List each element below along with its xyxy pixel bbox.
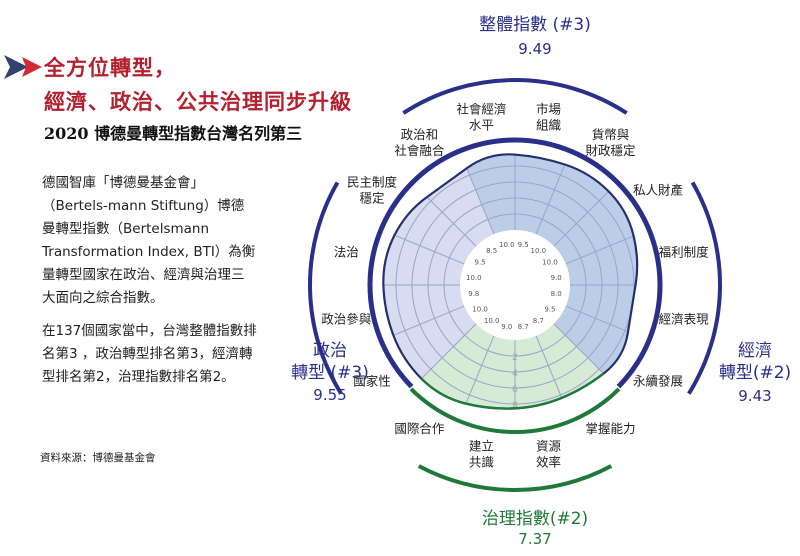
overall-arc	[402, 78, 628, 115]
red-arrow-icon	[4, 55, 42, 79]
overall-label: 整體指數 (#3)	[479, 15, 591, 35]
criterion-label: 民主制度穩定	[347, 174, 398, 205]
title-line1: 全方位轉型，	[44, 55, 176, 80]
subtitle: 2020 博德曼轉型指數台灣名列第三	[44, 124, 303, 143]
criterion-label: 社會經濟水平	[456, 101, 506, 132]
criterion-value-label: 8.7	[533, 317, 544, 325]
criterion-value-label: 9.8	[468, 290, 479, 298]
grid-spoke	[383, 208, 465, 265]
ranking-paragraph: 在137個國家當中，台灣整體指數排名第3 ，政治轉型排名第3，經濟轉型排名第2，…	[42, 323, 257, 385]
governance-score-outline	[382, 285, 639, 410]
ring-tick-label: 8	[512, 401, 518, 411]
politics-value: 9.55	[313, 386, 347, 404]
criterion-label: 市場組織	[536, 101, 562, 132]
criterion-label: 私人財產	[633, 182, 683, 197]
criterion-label: 資源效率	[536, 439, 562, 470]
criterion-value-label: 10.0	[499, 241, 515, 249]
criterion-value-label: 8.7	[518, 323, 529, 331]
criterion-label: 建立共識	[469, 439, 494, 470]
criterion-label: 永續發展	[633, 374, 683, 389]
criterion-label: 福利制度	[659, 244, 710, 259]
title-line2: 經濟、政治、公共治理同步升級	[44, 89, 352, 114]
criterion-label: 掌握能力	[586, 421, 636, 436]
criterion-label: 政治參與	[321, 312, 371, 327]
criterion-value-label: 9.5	[518, 241, 529, 249]
governance-ring	[409, 387, 621, 434]
criterion-label: 國家性	[353, 374, 391, 389]
overall-value: 9.49	[518, 40, 552, 58]
grid-spoke	[383, 323, 477, 409]
criterion-value-label: 9.5	[544, 305, 555, 313]
intro-paragraph: 德國智庫「博德曼基金會」（Bertels-mann Stiftung）博德曼轉型…	[42, 175, 256, 306]
criterion-value-label: 10.0	[472, 305, 488, 313]
criterion-value-label: 8.0	[551, 290, 562, 298]
criterion-value-label: 10.0	[466, 274, 482, 282]
politics-arc	[308, 181, 343, 395]
criterion-label: 貨幣與財政穩定	[586, 127, 636, 158]
criterion-value-label: 10.0	[484, 317, 500, 325]
economy-arc	[687, 181, 722, 395]
politics-sector	[383, 154, 515, 409]
grid-spoke	[383, 305, 465, 362]
criterion-value-label: 9.0	[551, 274, 562, 282]
governance-label: 治理指數(#2)	[481, 509, 589, 529]
criterion-value-label: 9.5	[475, 259, 486, 267]
economy-sector	[438, 154, 638, 409]
politics-label: 政治 轉型 (#3)	[291, 341, 369, 383]
criterion-value-label: 10.0	[542, 259, 558, 267]
economy-label: 經濟 轉型(#2)	[718, 341, 792, 383]
governance-arc	[417, 464, 613, 492]
center-circle	[460, 230, 570, 340]
grid-spoke	[535, 154, 592, 235]
politics-economy-ring	[367, 137, 663, 389]
ring-tick-label: 2	[512, 353, 518, 363]
ring-tick-label: 6	[512, 385, 518, 395]
grid-spoke	[553, 154, 638, 247]
criterion-label: 政治和社會融合	[394, 127, 445, 158]
criterion-value-label: 8.5	[486, 247, 497, 255]
criterion-value-label: 9.0	[501, 323, 512, 331]
criterion-label: 國際合作	[394, 421, 445, 436]
governance-value: 7.37	[518, 530, 552, 548]
criterion-label: 法治	[334, 244, 359, 259]
criterion-label: 經濟表現	[659, 312, 710, 327]
source-note: 資料來源：博德曼基金會	[40, 452, 156, 464]
economy-value: 9.43	[738, 387, 772, 405]
ring-tick-label: 4	[512, 369, 518, 379]
criterion-value-label: 10.0	[531, 247, 547, 255]
